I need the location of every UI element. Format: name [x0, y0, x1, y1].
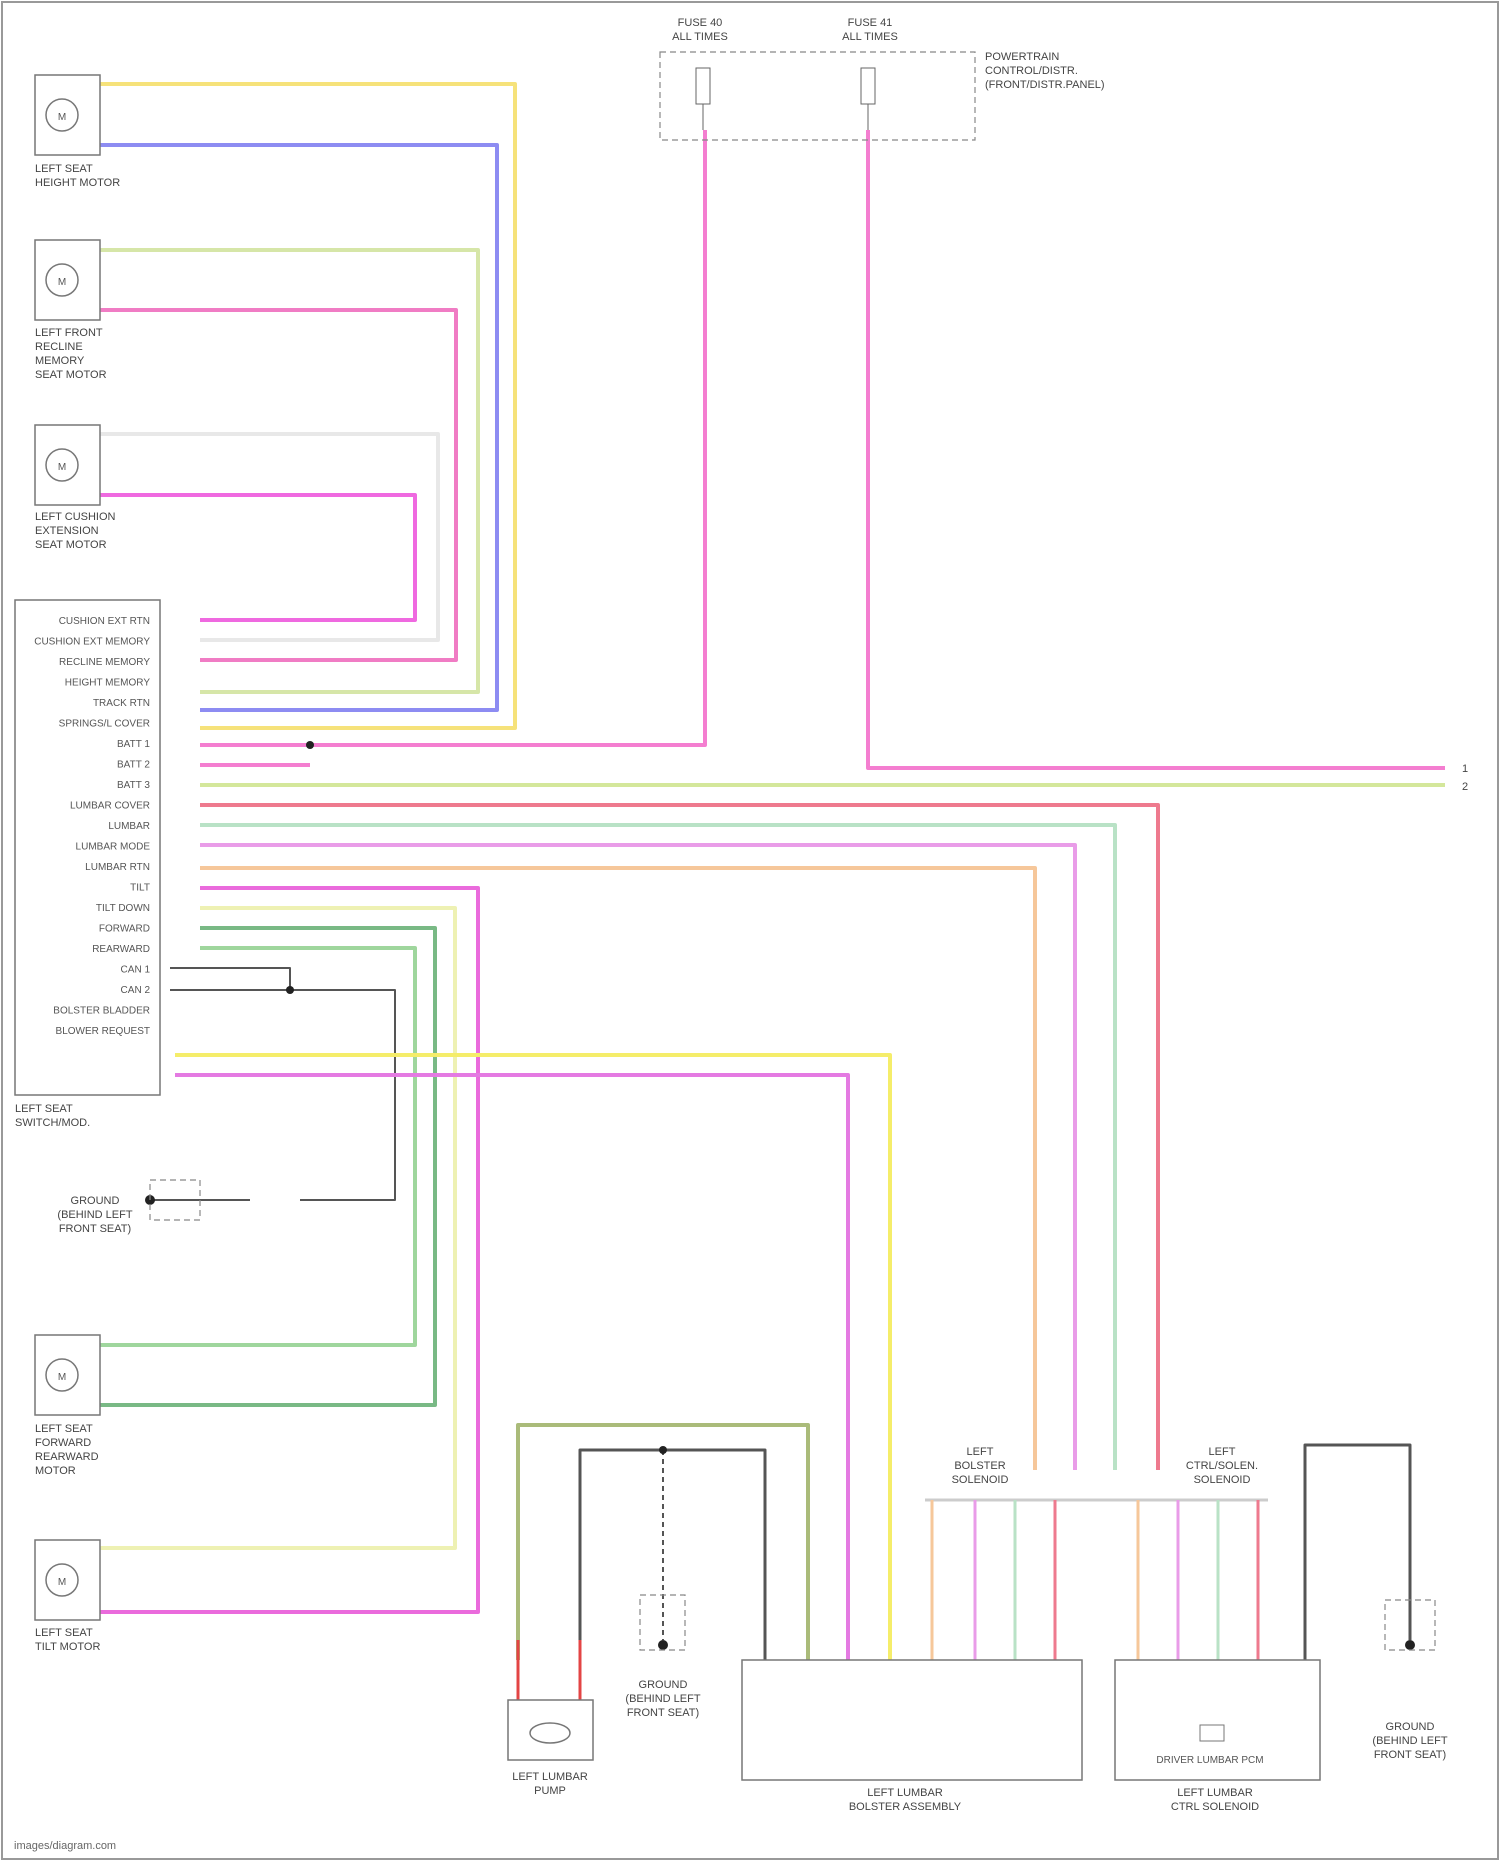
motor-2-label-1: LEFT FRONT [35, 327, 103, 339]
motor-2: M LEFT FRONT RECLINE MEMORY SEAT MOTOR [35, 240, 107, 381]
motor-1-label-1: LEFT SEAT [35, 163, 93, 175]
solenoid-label-2: CTRL SOLENOID [1171, 1801, 1259, 1813]
motor-2-label-4: SEAT MOTOR [35, 369, 107, 381]
lumbar-pump: LEFT LUMBAR PUMP [508, 1700, 593, 1797]
module-pin-label: LUMBAR MODE [76, 842, 151, 853]
module-pin-label: BATT 1 [117, 739, 150, 750]
ground2-label-2: (BEHIND LEFT [625, 1693, 700, 1705]
motor-4-label-4: MOTOR [35, 1465, 76, 1477]
motor-1: M LEFT SEAT HEIGHT MOTOR [35, 75, 120, 189]
module-pin-label: BATT 2 [117, 760, 150, 771]
ctrl-solenoid-label-2: CTRL/SOLEN. [1186, 1460, 1258, 1472]
bolster-solenoid-label-2: BOLSTER [954, 1460, 1005, 1472]
bolster-label-1: LEFT LUMBAR [867, 1787, 943, 1799]
pdc-label-2: CONTROL/DISTR. [985, 65, 1078, 77]
footer-credit: images/diagram.com [14, 1840, 116, 1852]
module-label-2: SWITCH/MOD. [15, 1117, 90, 1129]
solenoid-icon [1200, 1725, 1224, 1741]
pump-label-2: PUMP [534, 1785, 566, 1797]
module-pin-label: TRACK RTN [93, 698, 150, 709]
module-pin-label: FORWARD [99, 924, 150, 935]
module-pin-label: RECLINE MEMORY [59, 657, 150, 668]
motor-3-label-2: EXTENSION [35, 525, 99, 537]
motor-5-label-2: TILT MOTOR [35, 1641, 100, 1653]
bolster-solenoid-label-1: LEFT [967, 1446, 994, 1458]
wires [100, 84, 1445, 1700]
pump-icon [530, 1723, 570, 1743]
module-pin-label: CAN 2 [121, 985, 151, 996]
module-pin-label: TILT [130, 883, 150, 894]
right-pin-2: 2 [1462, 781, 1468, 793]
ground-can: GROUND (BEHIND LEFT FRONT SEAT) [57, 1180, 200, 1235]
bolster-solenoid-label-3: SOLENOID [952, 1474, 1009, 1486]
motor-5-label-1: LEFT SEAT [35, 1627, 93, 1639]
ground3-label-1: GROUND [1386, 1721, 1435, 1733]
pdc-block: FUSE 40 ALL TIMES FUSE 41 ALL TIMES POWE… [660, 17, 1105, 140]
svg-text:M: M [58, 277, 66, 288]
motor-4-label-3: REARWARD [35, 1451, 99, 1463]
module-pin-label: BATT 3 [117, 780, 150, 791]
motor-4-label-1: LEFT SEAT [35, 1423, 93, 1435]
fuse-left-icon [696, 68, 710, 130]
module-pin-label: CUSHION EXT RTN [59, 616, 150, 627]
ground-label-3: FRONT SEAT) [59, 1223, 131, 1235]
motor-5: M LEFT SEAT TILT MOTOR [35, 1540, 100, 1653]
bolster-assembly: LEFT LUMBAR BOLSTER ASSEMBLY [742, 1660, 1082, 1813]
motor-3-label-1: LEFT CUSHION [35, 511, 116, 523]
motor-3-label-3: SEAT MOTOR [35, 539, 107, 551]
motor-4-label-2: FORWARD [35, 1437, 91, 1449]
solenoid-labels: LEFT BOLSTER SOLENOID LEFT CTRL/SOLEN. S… [952, 1446, 1259, 1486]
ground2-label-3: FRONT SEAT) [627, 1707, 699, 1719]
module-pin-label: REARWARD [92, 944, 150, 955]
svg-text:M: M [58, 462, 66, 473]
fuse-right-label-1: FUSE 41 [848, 17, 893, 29]
seat-module: CUSHION EXT RTN CUSHION EXT MEMORY RECLINE… [15, 600, 160, 1129]
fuse-right-icon [861, 68, 875, 130]
module-pin-label: LUMBAR COVER [70, 801, 150, 812]
module-pin-label: TILT DOWN [96, 903, 150, 914]
module-pin-label: CAN 1 [121, 965, 151, 976]
pdc-outline [660, 52, 975, 140]
module-pin-label: LUMBAR [108, 821, 150, 832]
module-label-1: LEFT SEAT [15, 1103, 73, 1115]
pdc-label-1: POWERTRAIN [985, 51, 1059, 63]
motor-3: M LEFT CUSHION EXTENSION SEAT MOTOR [35, 425, 116, 551]
right-pin-1: 1 [1462, 763, 1468, 775]
module-pin-label: HEIGHT MEMORY [65, 678, 151, 689]
ctrl-solenoid-label-3: SOLENOID [1194, 1474, 1251, 1486]
module-pin-label: CUSHION EXT MEMORY [34, 637, 150, 648]
motor-2-label-3: MEMORY [35, 355, 85, 367]
lumbar-inner-label: DRIVER LUMBAR PCM [1156, 1755, 1263, 1766]
ground3-label-3: FRONT SEAT) [1374, 1749, 1446, 1761]
module-pin-label: BOLSTER BLADDER [53, 1006, 150, 1017]
fuse-left-label-1: FUSE 40 [678, 17, 723, 29]
ground-label-1: GROUND [71, 1195, 120, 1207]
svg-text:M: M [58, 1577, 66, 1588]
ground2-label-1: GROUND [639, 1679, 688, 1691]
fuse-left-label-2: ALL TIMES [672, 31, 728, 43]
svg-text:M: M [58, 1372, 66, 1383]
right-connector: 1 2 [1462, 763, 1468, 793]
module-pin-label: LUMBAR RTN [85, 862, 150, 873]
motor-2-label-2: RECLINE [35, 341, 83, 353]
motor-1-label-2: HEIGHT MOTOR [35, 177, 120, 189]
pdc-label-3: (FRONT/DISTR.PANEL) [985, 79, 1105, 91]
ground-label-2: (BEHIND LEFT [57, 1209, 132, 1221]
pump-label-1: LEFT LUMBAR [512, 1771, 588, 1783]
module-pin-label: SPRINGS/L COVER [59, 719, 150, 730]
ctrl-solenoid-label-1: LEFT [1209, 1446, 1236, 1458]
module-pin-label: BLOWER REQUEST [56, 1026, 150, 1037]
motor-4: M LEFT SEAT FORWARD REARWARD MOTOR [35, 1335, 100, 1477]
svg-text:M: M [58, 112, 66, 123]
bolster-label-2: BOLSTER ASSEMBLY [849, 1801, 962, 1813]
fuse-right-label-2: ALL TIMES [842, 31, 898, 43]
solenoid-label-1: LEFT LUMBAR [1177, 1787, 1253, 1799]
module-pin-labels: CUSHION EXT RTN CUSHION EXT MEMORY RECLINE… [34, 616, 150, 1037]
lumbar-solenoid: DRIVER LUMBAR PCM LEFT LUMBAR CTRL SOLEN… [1115, 1660, 1320, 1813]
ground3-label-2: (BEHIND LEFT [1372, 1735, 1447, 1747]
splices [145, 741, 1415, 1650]
